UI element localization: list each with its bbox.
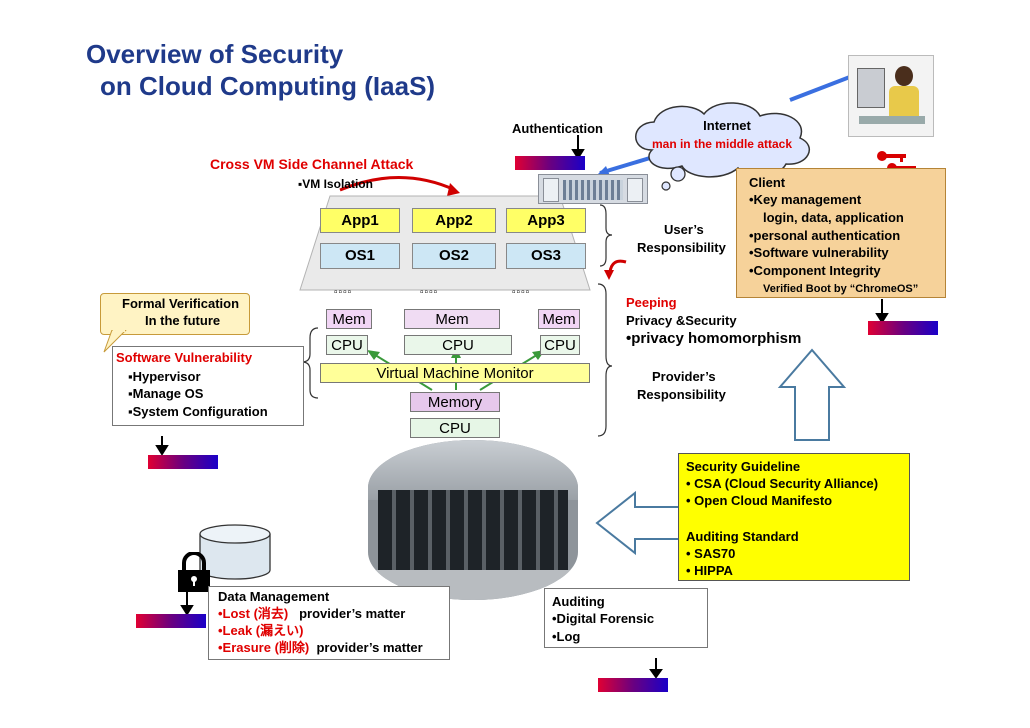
os-block: OS2 [412,243,496,269]
cpu-block: CPU [540,335,580,355]
vmm-block: Virtual Machine Monitor [320,363,590,383]
cpu-bottom-block: CPU [410,418,500,438]
app-block: App2 [412,208,496,233]
guideline-title: Security Guideline [686,459,801,474]
up-arrow-hollow [777,348,847,441]
internet-cloud-icon [635,102,811,191]
sw-vuln-item: ▪Hypervisor [128,369,201,384]
provider-bracket [597,283,613,437]
title-line-1: Overview of Security [86,39,344,69]
left-arrow-hollow [595,490,681,556]
formal-verification-line2: In the future [145,313,221,328]
internet-label: Internet [703,118,751,133]
software-vulnerability-title: Software Vulnerability [116,350,253,365]
os-block: OS3 [506,243,586,269]
peeping-line1: Privacy &Security [626,313,737,328]
mitm-label: man in the middle attack [651,137,793,151]
peeping-title: Peeping [626,295,677,310]
app-block: App1 [320,208,400,233]
database-icon [199,524,271,580]
risk-bar-authentication [515,156,585,170]
callout-tail [103,330,127,353]
authentication-label: Authentication [512,121,603,136]
chip-row-icon: ▫▫▫▫ [512,287,531,298]
vm-isolation-label: ▪VM Isolation [298,177,373,191]
risk-bar-auditing [598,678,668,692]
mem-block: Mem [326,309,372,329]
audit-standard-item: • HIPPA [686,563,733,578]
guideline-item: • CSA (Cloud Security Alliance) [686,476,879,491]
auditing-item: •Log [552,629,581,644]
risk-bar-software [148,455,218,469]
formal-verification-callout [100,293,250,335]
sw-vuln-item: ▪System Configuration [128,404,268,419]
providers-responsibility-line1: Provider’s [652,369,716,384]
app-block: App3 [506,208,586,233]
audit-standard-title: Auditing Standard [686,529,799,544]
data-management-item: •Lost (消去) provider’s matter [218,606,406,621]
user-bracket [599,204,613,267]
data-management-box [208,586,450,660]
peeping-arrow [608,259,627,273]
os-block: OS1 [320,243,400,269]
client-item: •Component Integrity [749,263,881,278]
datacenter-image [368,440,578,600]
firewall-icon [538,174,648,204]
cpu-block: CPU [404,335,512,355]
client-item: •personal authentication [749,228,901,243]
formal-verification-line1: Formal Verification [122,296,240,311]
providers-responsibility-line2: Responsibility [637,387,726,402]
internet-user-link [789,73,856,102]
cross-vm-arc [339,176,456,192]
auditing-item: •Digital Forensic [552,611,655,626]
risk-bar-data [136,614,206,628]
data-management-item: •Erasure (削除) provider’s matter [218,640,423,655]
software-vulnerability-box [112,346,304,426]
cpu-block: CPU [326,335,368,355]
mem-block: Mem [538,309,580,329]
client-item: •Key management [749,192,862,207]
risk-bar-client [868,321,938,335]
chip-row-icon: ▫▫▫▫ [334,287,353,298]
guideline-item: • Open Cloud Manifesto [686,493,833,508]
auditing-title: Auditing [552,594,605,609]
audit-standard-item: • SAS70 [686,546,736,561]
peeping-line2: •privacy homomorphism [626,330,802,347]
title-line-2: on Cloud Computing (IaaS) [100,71,436,101]
client-box [736,168,946,298]
sw-vuln-item: ▪Manage OS [128,386,204,401]
sw-bracket [301,327,319,399]
chip-row-icon: ▫▫▫▫ [420,287,439,298]
client-item: •Software vulnerability [749,245,889,260]
auditing-box [544,588,708,648]
page-title: Overview of Security on Cloud Computing … [86,38,435,102]
data-management-item: •Leak (漏えい) [218,623,304,638]
lock-icon [178,552,210,592]
cross-vm-label: Cross VM Side Channel Attack [210,156,414,172]
users-responsibility-line1: User’s [664,222,704,237]
client-title: Client [749,175,786,190]
client-item: Verified Boot by “ChromeOS” [763,283,919,295]
security-guideline-box [678,453,910,581]
user-computer-image [848,55,934,137]
client-item: login, data, application [763,210,904,225]
data-management-title: Data Management [218,589,330,604]
memory-block: Memory [410,392,500,412]
mem-block: Mem [404,309,500,329]
users-responsibility-line2: Responsibility [637,240,726,255]
